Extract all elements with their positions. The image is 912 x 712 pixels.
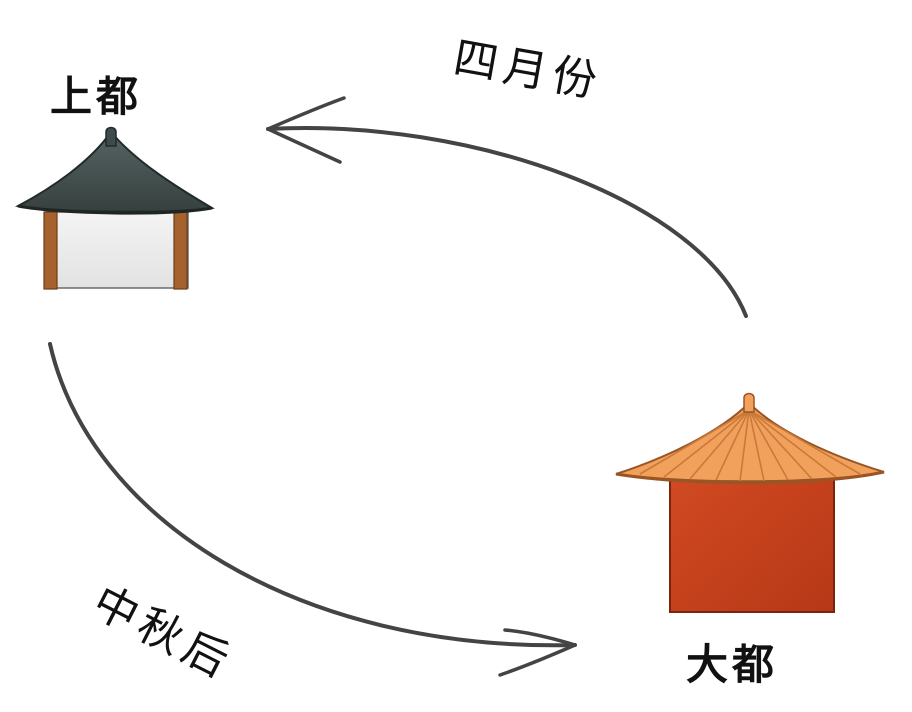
dadu-building-icon: [615, 392, 885, 613]
shangdu-label: 上都: [50, 72, 143, 121]
shangdu-building-icon: [14, 126, 215, 290]
dadu-label: 大都: [686, 640, 779, 689]
route-arrow-to-dadu: [48, 342, 577, 677]
route-arrow-to-shangdu: [266, 96, 748, 318]
